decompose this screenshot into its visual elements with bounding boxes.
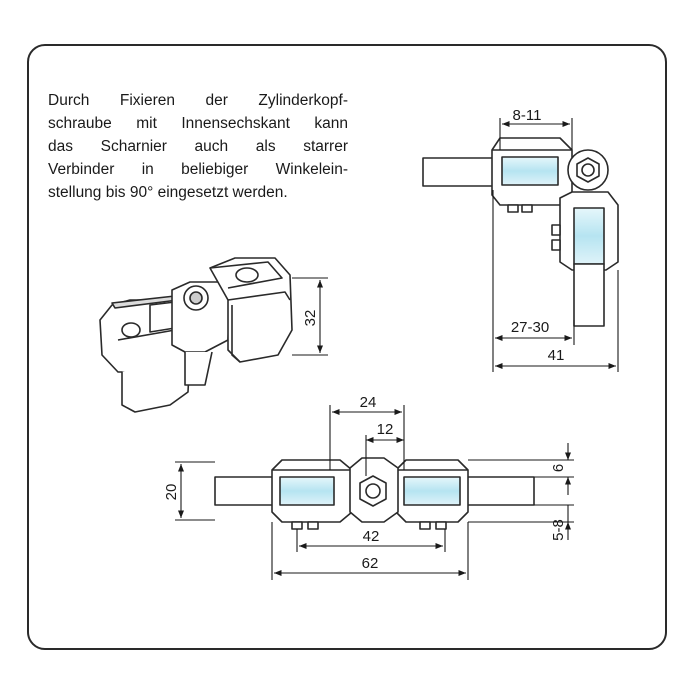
hex-socket-icon: [189, 291, 203, 305]
lower-clamp-screw-1: [551, 224, 561, 236]
front-hinge-view: [214, 457, 535, 530]
lower-clamp-glass-insert: [573, 207, 605, 265]
description-line-5: stellung bis 90° eingesetzt werden.: [48, 184, 288, 201]
lower-clamp-screw-2: [551, 239, 561, 251]
front-right-screw-1: [419, 521, 431, 530]
description-line-1: Durch Fixieren der Zylinderkopf-: [48, 92, 348, 109]
dim-label-8-11: 8-11: [513, 107, 542, 124]
right-block-top-edge: [209, 261, 283, 289]
isometric-hinge-view: [99, 257, 293, 413]
description-line-2: schraube mit Innensechskant kann: [48, 115, 348, 132]
front-left-screw-2: [307, 521, 319, 530]
vertical-glass-panel: [573, 263, 605, 327]
right-block-front: [231, 305, 241, 363]
front-right-glass-insert: [403, 476, 461, 506]
dim-label-12: 12: [377, 421, 394, 438]
dim-label-32: 32: [302, 310, 319, 327]
front-dimension-lines: [175, 405, 574, 580]
dim-label-5-8: 5-8: [550, 519, 567, 541]
upper-clamp-glass-insert: [501, 156, 559, 186]
upper-clamp-screw-2: [521, 204, 533, 213]
right-block-edge: [227, 291, 291, 301]
dim-label-27-30: 27-30: [511, 319, 549, 336]
dim-label-24: 24: [360, 394, 377, 411]
front-left-screw-1: [291, 521, 303, 530]
diagram-frame: [27, 44, 667, 650]
iso-dimension-32: [292, 277, 328, 356]
dim-label-20: 20: [163, 484, 180, 501]
dim-label-42: 42: [363, 528, 380, 545]
front-left-glass-insert: [279, 476, 335, 506]
left-block-hole: [121, 322, 141, 338]
hex-nut-bore: [581, 163, 595, 177]
dim-label-41: 41: [548, 347, 565, 364]
front-hex-nut-bore: [365, 483, 381, 499]
front-right-screw-2: [435, 521, 447, 530]
angled-hinge-view: [422, 137, 619, 327]
upper-clamp-screw-1: [507, 204, 519, 213]
dim-label-6: 6: [550, 464, 567, 472]
center-knuckle-lower: [184, 351, 213, 386]
description-text: Durch Fixieren der Zylinderkopf- schraub…: [48, 89, 348, 204]
description-line-3: das Scharnier auch als starrer: [48, 138, 348, 155]
right-block-hole: [235, 267, 259, 283]
dim-label-62: 62: [362, 555, 379, 572]
right-hinge-block: [209, 257, 293, 363]
description-line-4: Verbinder in beliebiger Winkelein-: [48, 161, 348, 178]
angled-dimension-lines: [492, 118, 619, 372]
